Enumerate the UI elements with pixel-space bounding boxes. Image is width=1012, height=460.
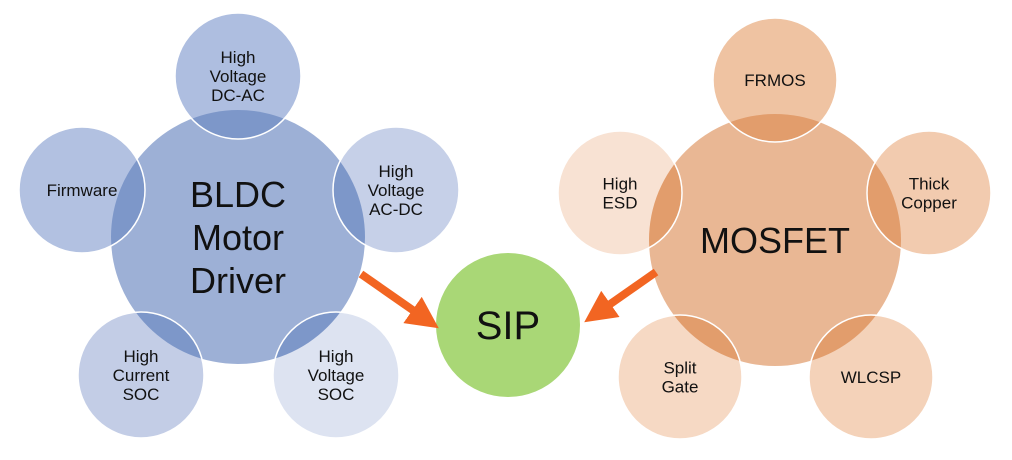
satellite-label-hv-soc-line: SOC: [318, 385, 355, 404]
satellite-label-thick-copper-line: Copper: [901, 194, 957, 213]
satellite-label-frmos-line: FRMOS: [744, 71, 805, 90]
satellite-label-hv-acdc-line: Voltage: [368, 181, 425, 200]
satellite-label-hc-soc-line: High: [124, 347, 159, 366]
mosfet-hub-label: MOSFET: [700, 220, 850, 261]
satellite-circle-hv-dcac: [175, 13, 301, 139]
arrow-bldc-to-sip: [358, 270, 439, 329]
satellite-firmware: Firmware: [18, 126, 146, 254]
mosfet-hub-circle: [649, 114, 901, 366]
mosfet-hub-label-line: MOSFET: [700, 220, 850, 261]
satellite-label-high-esd-line: High: [603, 175, 638, 194]
satellite-label-wlcsp: WLCSP: [841, 368, 901, 387]
arrow-mosfet-to-sip: [584, 268, 659, 323]
satellite-outline-hv-soc: [272, 311, 400, 439]
overlap-hc-soc: [111, 312, 204, 364]
bldc-hub-label-line: BLDC: [190, 174, 286, 215]
satellite-outline-hv-dcac: [174, 12, 302, 140]
satellite-circle-hv-acdc: [333, 127, 459, 253]
satellite-label-hv-dcac-line: Voltage: [210, 67, 267, 86]
satellite-label-hc-soc-line: SOC: [123, 385, 160, 404]
overlap-wlcsp: [809, 315, 901, 366]
satellite-label-hv-dcac-line: DC-AC: [211, 86, 265, 105]
bldc-hub-label-line: Driver: [190, 260, 286, 301]
satellite-label-firmware: Firmware: [47, 181, 118, 200]
sip-circle: [436, 253, 580, 397]
satellite-outline-frmos: [712, 17, 838, 143]
satellite-label-hc-soc-line: Current: [113, 366, 170, 385]
satellite-outline-hc-soc: [77, 311, 205, 439]
satellite-frmos: FRMOS: [712, 17, 838, 143]
satellite-circle-frmos: [713, 18, 837, 142]
satellite-outline-hv-acdc: [332, 126, 460, 254]
satellite-label-hv-acdc-line: AC-DC: [369, 200, 423, 219]
satellite-label-hv-soc-line: Voltage: [308, 366, 365, 385]
satellite-label-high-esd-line: ESD: [603, 194, 638, 213]
satellite-label-thick-copper-line: Thick: [909, 175, 950, 194]
overlap-split-gate: [649, 315, 742, 366]
satellite-label-split-gate-line: Gate: [662, 378, 699, 397]
satellite-wlcsp: WLCSP: [808, 314, 934, 440]
sip-label: SIP: [476, 304, 540, 348]
satellite-outline-wlcsp: [808, 314, 934, 440]
satellite-outline-firmware: [18, 126, 146, 254]
satellite-label-wlcsp-line: WLCSP: [841, 368, 901, 387]
satellite-label-frmos: FRMOS: [744, 71, 805, 90]
satellite-label-hv-dcac-line: High: [221, 48, 256, 67]
bldc-hub-label-line: Motor: [192, 217, 284, 258]
satellite-label-firmware-line: Firmware: [47, 181, 118, 200]
satellite-label-hv-soc-line: High: [319, 347, 354, 366]
satellite-label-split-gate-line: Split: [663, 359, 696, 378]
sip-node: SIP: [436, 253, 580, 397]
satellite-outline-high-esd: [557, 130, 683, 256]
overlap-hv-soc: [273, 312, 365, 364]
satellite-outline-split-gate: [617, 314, 743, 440]
satellite-outline-thick-copper: [866, 130, 992, 256]
bldc-hub-circle: [111, 110, 365, 364]
satellite-label-hv-acdc-line: High: [379, 162, 414, 181]
